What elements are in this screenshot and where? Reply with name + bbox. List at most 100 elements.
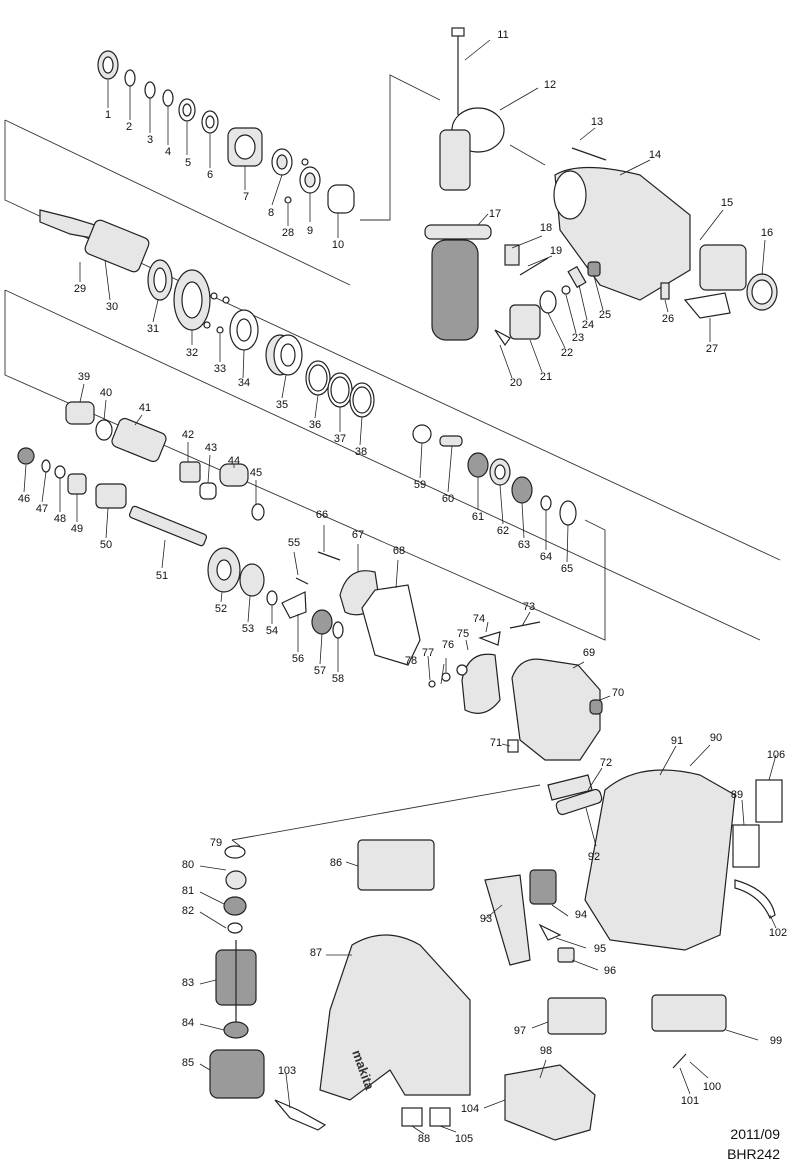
part-number-93: 93 xyxy=(480,913,492,925)
part-shapes-lower xyxy=(209,769,783,1141)
part-number-52: 52 xyxy=(215,603,227,615)
model-number: BHR242 xyxy=(727,1146,780,1162)
part-number-65: 65 xyxy=(561,563,573,575)
part-number-16: 16 xyxy=(761,227,773,239)
part-number-15: 15 xyxy=(721,197,733,209)
part-number-70: 70 xyxy=(612,687,624,699)
part-number-10: 10 xyxy=(332,239,344,251)
part-number-46: 46 xyxy=(18,493,30,505)
part-number-18: 18 xyxy=(540,222,552,234)
part-number-5: 5 xyxy=(185,157,191,169)
part-number-9: 9 xyxy=(307,225,313,237)
part-number-57: 57 xyxy=(314,665,326,677)
part-number-35: 35 xyxy=(276,399,288,411)
part-number-42: 42 xyxy=(182,429,194,441)
part-number-80: 80 xyxy=(182,859,194,871)
part-number-48: 48 xyxy=(54,513,66,525)
part-number-74: 74 xyxy=(473,613,485,625)
part-number-91: 91 xyxy=(671,735,683,747)
part-number-32: 32 xyxy=(186,347,198,359)
part-number-94: 94 xyxy=(575,909,587,921)
part-number-77: 77 xyxy=(422,647,434,659)
part-number-34: 34 xyxy=(238,377,250,389)
part-number-17: 17 xyxy=(489,208,501,220)
part-number-29: 29 xyxy=(74,283,86,295)
part-number-39: 39 xyxy=(78,371,90,383)
part-number-37: 37 xyxy=(334,433,346,445)
part-number-44: 44 xyxy=(228,455,240,467)
part-number-97: 97 xyxy=(514,1025,526,1037)
part-number-87: 87 xyxy=(310,947,322,959)
part-number-96: 96 xyxy=(604,965,616,977)
part-number-71: 71 xyxy=(490,737,502,749)
part-number-101: 101 xyxy=(681,1095,699,1107)
part-number-30: 30 xyxy=(106,301,118,313)
part-number-103: 103 xyxy=(278,1065,296,1077)
part-number-54: 54 xyxy=(266,625,278,637)
part-number-40: 40 xyxy=(100,387,112,399)
part-number-75: 75 xyxy=(457,628,469,640)
part-number-51: 51 xyxy=(156,570,168,582)
part-number-26: 26 xyxy=(662,313,674,325)
part-number-105: 105 xyxy=(455,1133,473,1145)
part-number-21: 21 xyxy=(540,371,552,383)
part-number-14: 14 xyxy=(649,149,661,161)
leader-lines xyxy=(23,39,777,1135)
part-number-81: 81 xyxy=(182,885,194,897)
part-number-82: 82 xyxy=(182,905,194,917)
part-number-22: 22 xyxy=(561,347,573,359)
group-frames xyxy=(4,74,781,841)
part-number-64: 64 xyxy=(540,551,552,563)
part-number-98: 98 xyxy=(540,1045,552,1057)
part-number-99: 99 xyxy=(770,1035,782,1047)
part-number-86: 86 xyxy=(330,857,342,869)
part-number-63: 63 xyxy=(518,539,530,551)
part-number-58: 58 xyxy=(332,673,344,685)
part-number-27: 27 xyxy=(706,343,718,355)
part-number-55: 55 xyxy=(288,537,300,549)
part-number-90: 90 xyxy=(710,732,722,744)
part-number-60: 60 xyxy=(442,493,454,505)
part-number-67: 67 xyxy=(352,529,364,541)
part-number-66: 66 xyxy=(316,509,328,521)
part-number-104: 104 xyxy=(461,1103,479,1115)
part-number-4: 4 xyxy=(165,146,171,158)
part-shapes-row3 xyxy=(412,424,577,526)
part-shapes-row1 xyxy=(97,50,355,214)
part-number-92: 92 xyxy=(588,851,600,863)
part-number-7: 7 xyxy=(243,191,249,203)
part-shapes-gear-housing xyxy=(428,621,603,801)
part-number-102: 102 xyxy=(769,927,787,939)
part-number-6: 6 xyxy=(207,169,213,181)
part-number-3: 3 xyxy=(147,134,153,146)
part-number-84: 84 xyxy=(182,1017,194,1029)
part-number-47: 47 xyxy=(36,503,48,515)
part-number-100: 100 xyxy=(703,1081,721,1093)
part-number-69: 69 xyxy=(583,647,595,659)
part-number-89: 89 xyxy=(731,789,743,801)
part-number-85: 85 xyxy=(182,1057,194,1069)
part-number-62: 62 xyxy=(497,525,509,537)
part-number-56: 56 xyxy=(292,653,304,665)
part-number-12: 12 xyxy=(544,79,556,91)
part-number-76: 76 xyxy=(442,639,454,651)
part-number-41: 41 xyxy=(139,402,151,414)
part-number-36: 36 xyxy=(309,419,321,431)
part-shapes-row2 xyxy=(39,209,375,418)
part-number-24: 24 xyxy=(582,319,594,331)
part-number-33: 33 xyxy=(214,363,226,375)
part-number-20: 20 xyxy=(510,377,522,389)
part-number-23: 23 xyxy=(572,332,584,344)
revision-date: 2011/09 xyxy=(730,1126,780,1142)
part-number-45: 45 xyxy=(250,467,262,479)
part-number-19: 19 xyxy=(550,245,562,257)
part-number-88: 88 xyxy=(418,1133,430,1145)
part-number-78: 78 xyxy=(405,655,417,667)
part-number-28: 28 xyxy=(282,227,294,239)
part-number-72: 72 xyxy=(600,757,612,769)
part-number-8: 8 xyxy=(268,207,274,219)
part-number-13: 13 xyxy=(591,116,603,128)
part-shapes-row4 xyxy=(17,401,421,666)
